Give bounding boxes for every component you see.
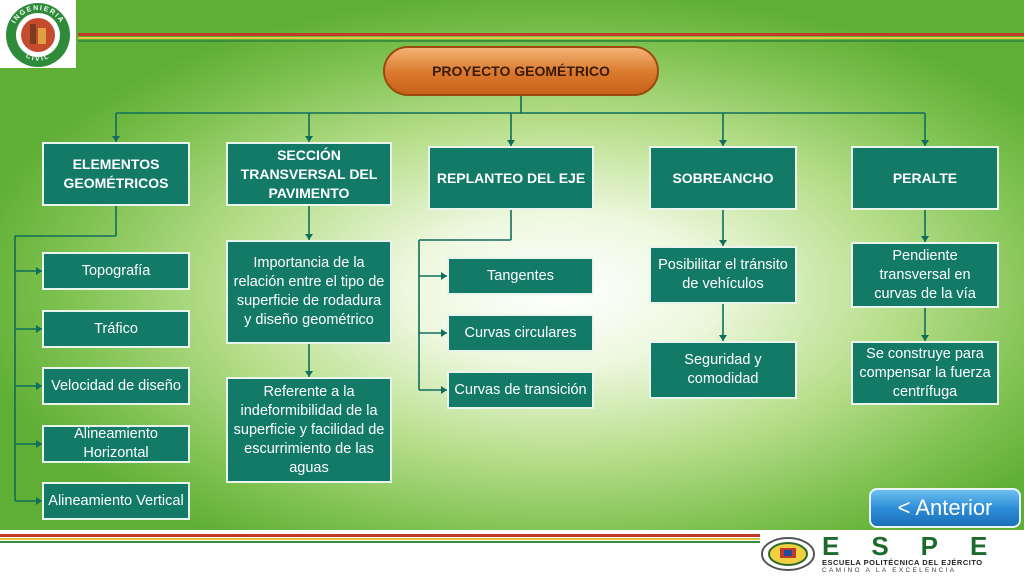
arrow-head — [921, 236, 929, 242]
category-box: SOBREANCHO — [649, 146, 797, 210]
previous-button[interactable]: < Anterior — [869, 488, 1021, 528]
arrow-head — [507, 140, 515, 146]
arrow-head — [441, 329, 447, 337]
civil-engineering-logo: INGENIERIA CIVIL — [0, 0, 76, 68]
header-stripe-red — [78, 33, 1024, 36]
item-box: Alineamiento Horizontal — [42, 425, 190, 463]
arrow-head — [36, 382, 42, 390]
category-box: PERALTE — [851, 146, 999, 210]
arrow-head — [441, 272, 447, 280]
arrow-head — [441, 386, 447, 394]
category-box: REPLANTEO DEL EJE — [428, 146, 594, 210]
item-box: Curvas de transición — [447, 371, 594, 409]
arrow-head — [36, 497, 42, 505]
footer-stripe-red — [0, 534, 760, 537]
arrow-head — [719, 335, 727, 341]
item-box: Tráfico — [42, 310, 190, 348]
gear-emblem-icon: INGENIERIA CIVIL — [6, 3, 70, 67]
arrow-head — [921, 140, 929, 146]
footer — [0, 530, 1024, 576]
arrow-head — [719, 140, 727, 146]
header-stripe-yellow — [78, 37, 1024, 39]
item-box: Curvas circulares — [447, 314, 594, 352]
arrow-head — [36, 325, 42, 333]
item-box: Referente a la indeformibilidad de la su… — [226, 377, 392, 483]
connector-lines — [14, 96, 929, 505]
arrow-head — [36, 440, 42, 448]
category-box: ELEMENTOS GEOMÉTRICOS — [42, 142, 190, 206]
root-node: PROYECTO GEOMÉTRICO — [383, 46, 659, 96]
arrow-head — [112, 136, 120, 142]
arrow-head — [719, 240, 727, 246]
university-seal-icon — [761, 537, 815, 571]
item-box: Posibilitar el tránsito de vehículos — [649, 246, 797, 304]
item-box: Velocidad de diseño — [42, 367, 190, 405]
header-stripe-green — [78, 40, 1024, 42]
arrow-head — [305, 136, 313, 142]
item-box: Pendiente transversal en curvas de la ví… — [851, 242, 999, 308]
item-box: Alineamiento Vertical — [42, 482, 190, 520]
arrow-head — [36, 267, 42, 275]
espe-logo-text: ESPE — [822, 531, 1020, 561]
arrow-head — [305, 234, 313, 240]
institution-name: ESCUELA POLITÉCNICA DEL EJÉRCITO — [822, 558, 983, 567]
footer-stripe-green — [0, 541, 760, 543]
item-box: Topografía — [42, 252, 190, 290]
category-box: SECCIÓN TRANSVERSAL DEL PAVIMENTO — [226, 142, 392, 206]
svg-text:CIVIL: CIVIL — [24, 53, 51, 63]
item-box: Tangentes — [447, 257, 594, 295]
arrow-head — [921, 335, 929, 341]
item-box: Importancia de la relación entre el tipo… — [226, 240, 392, 344]
item-box: Se construye para compensar la fuerza ce… — [851, 341, 999, 405]
arrow-head — [305, 371, 313, 377]
footer-stripe-yellow — [0, 538, 760, 540]
institution-motto: CAMINO A LA EXCELENCIA — [822, 567, 957, 574]
item-box: Seguridad y comodidad — [649, 341, 797, 399]
